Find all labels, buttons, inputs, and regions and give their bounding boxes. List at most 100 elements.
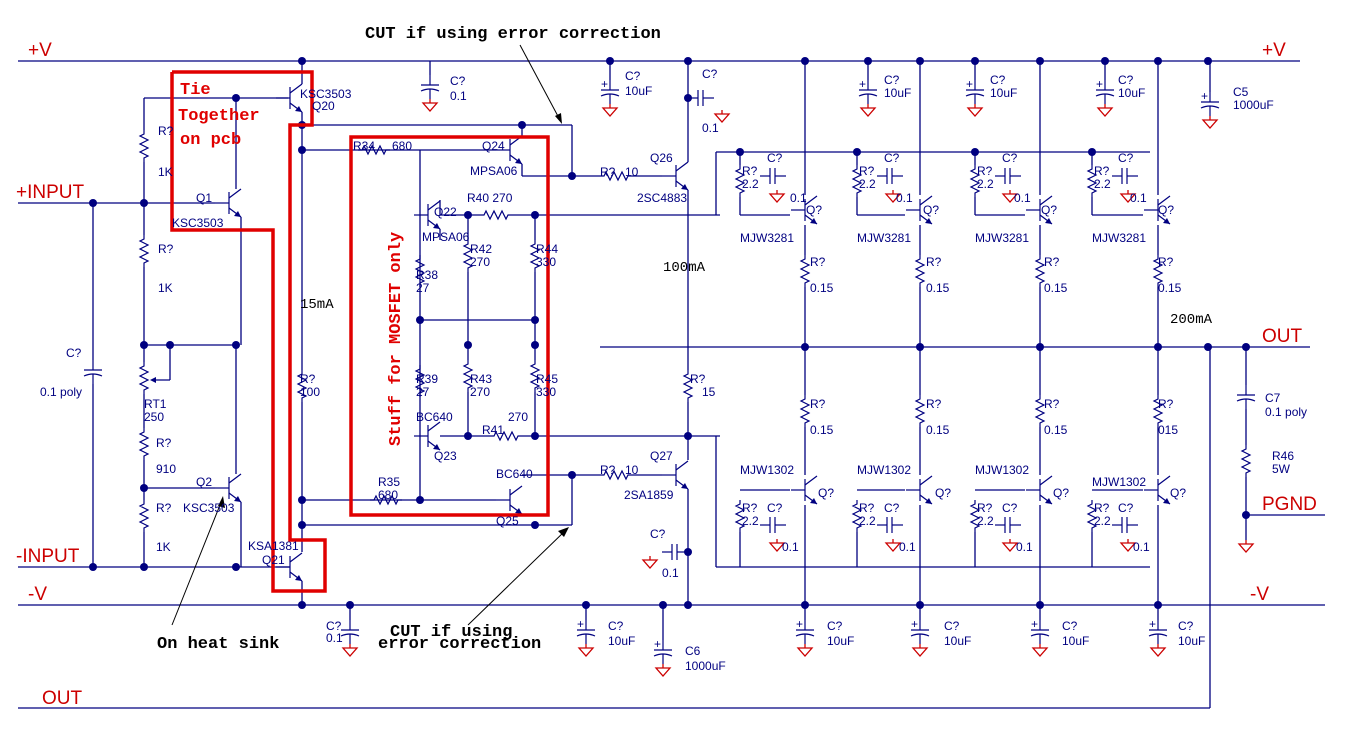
svg-text:R?: R? <box>158 242 174 256</box>
svg-text:Q1: Q1 <box>196 191 212 205</box>
svg-text:0.15: 0.15 <box>926 423 950 437</box>
svg-text:R34: R34 <box>353 139 375 153</box>
svg-text:680: 680 <box>378 488 398 502</box>
junctions-left <box>89 57 306 609</box>
svg-text:0.1 poly: 0.1 poly <box>1265 405 1307 419</box>
current-15ma: 15mA <box>300 297 334 313</box>
label-pos-v-left: +V <box>28 40 52 61</box>
svg-text:MJW3281: MJW3281 <box>857 231 911 245</box>
svg-text:10uF: 10uF <box>990 86 1017 100</box>
svg-text:R?: R? <box>600 165 616 179</box>
svg-text:Q25: Q25 <box>496 514 519 528</box>
svg-text:R?: R? <box>977 501 993 515</box>
svg-text:R?: R? <box>1094 164 1110 178</box>
svg-text:270: 270 <box>470 385 490 399</box>
mosfet-block-outline <box>349 135 550 517</box>
svg-text:27: 27 <box>416 385 430 399</box>
svg-text:C5: C5 <box>1233 85 1249 99</box>
svg-text:0.1: 0.1 <box>1130 191 1147 205</box>
current-200ma: 200mA <box>1170 312 1213 328</box>
svg-text:C?: C? <box>66 346 82 360</box>
svg-text:R?: R? <box>1158 255 1174 269</box>
svg-text:0.1: 0.1 <box>1133 540 1150 554</box>
note-tie-2: Together <box>178 107 260 126</box>
svg-text:C?: C? <box>990 73 1006 87</box>
label-pgnd: PGND <box>1262 494 1317 515</box>
label-pos-v-right: +V <box>1262 40 1286 61</box>
svg-text:910: 910 <box>156 462 176 476</box>
svg-text:R?: R? <box>859 501 875 515</box>
svg-text:C?: C? <box>884 151 900 165</box>
svg-text:2.2: 2.2 <box>859 514 876 528</box>
svg-text:10uF: 10uF <box>1062 634 1089 648</box>
svg-text:0.1: 0.1 <box>1014 191 1031 205</box>
note-heat-sink: On heat sink <box>157 635 279 654</box>
svg-text:R46: R46 <box>1272 449 1294 463</box>
label-input-neg: -INPUT <box>16 546 80 567</box>
mosfet-block-labels: R34 680 Q24 MPSA06 Q22 MPSA06 R40 270 R4… <box>353 139 558 528</box>
svg-text:C?: C? <box>944 619 960 633</box>
svg-text:R41: R41 <box>482 423 504 437</box>
svg-text:Q?: Q? <box>1170 486 1186 500</box>
svg-text:R?: R? <box>600 463 616 477</box>
label-input-pos: +INPUT <box>16 182 84 203</box>
svg-text:C?: C? <box>827 619 843 633</box>
svg-text:0.1: 0.1 <box>790 191 807 205</box>
svg-text:Q?: Q? <box>1053 486 1069 500</box>
svg-text:R38: R38 <box>416 268 438 282</box>
svg-text:C?: C? <box>767 501 783 515</box>
driver-labels: R? 10 Q26 2SC4883 R? 10 Q27 2SA1859 R? 1… <box>600 67 1274 673</box>
svg-text:1K: 1K <box>158 165 173 179</box>
svg-text:0.15: 0.15 <box>810 423 834 437</box>
svg-text:R?: R? <box>1158 397 1174 411</box>
svg-text:10uF: 10uF <box>1118 86 1145 100</box>
svg-text:C?: C? <box>326 619 342 633</box>
svg-text:Q26: Q26 <box>650 151 673 165</box>
svg-text:Q?: Q? <box>935 486 951 500</box>
svg-text:R43: R43 <box>470 372 492 386</box>
svg-text:2.2: 2.2 <box>1094 177 1111 191</box>
svg-text:R42: R42 <box>470 242 492 256</box>
svg-text:MJW1302: MJW1302 <box>975 463 1029 477</box>
svg-text:1K: 1K <box>158 281 173 295</box>
svg-text:C?: C? <box>1002 151 1018 165</box>
svg-text:0.1: 0.1 <box>326 631 343 645</box>
svg-text:15: 15 <box>702 385 716 399</box>
junctions-driver <box>346 57 692 609</box>
note-tie-1: Tie <box>180 81 211 100</box>
svg-text:0.15: 0.15 <box>1044 281 1068 295</box>
svg-text:10uF: 10uF <box>827 634 854 648</box>
label-neg-v-left: -V <box>28 584 47 605</box>
svg-text:2.2: 2.2 <box>977 514 994 528</box>
svg-text:R?: R? <box>926 397 942 411</box>
svg-text:MPSA06: MPSA06 <box>422 230 470 244</box>
svg-text:R35: R35 <box>378 475 400 489</box>
output-stage-labels: MJW3281 MJW3281 MJW3281 MJW3281 MJW1302 … <box>740 73 1205 648</box>
svg-text:0.15: 0.15 <box>1158 281 1182 295</box>
note-cut-top: CUT if using error correction <box>365 25 661 44</box>
svg-text:Q27: Q27 <box>650 449 673 463</box>
svg-text:C?: C? <box>450 74 466 88</box>
svg-text:27: 27 <box>416 281 430 295</box>
output-stage-wires <box>735 61 1171 605</box>
svg-text:330: 330 <box>536 385 556 399</box>
svg-text:R?: R? <box>1094 501 1110 515</box>
svg-text:R45: R45 <box>536 372 558 386</box>
note-tie-3: on pcb <box>180 131 241 150</box>
svg-text:015: 015 <box>1158 423 1178 437</box>
svg-text:Q?: Q? <box>806 203 822 217</box>
label-out-bottom: OUT <box>42 688 83 709</box>
svg-text:2.2: 2.2 <box>859 177 876 191</box>
svg-text:2.2: 2.2 <box>977 177 994 191</box>
svg-text:10uF: 10uF <box>944 634 971 648</box>
svg-text:R?: R? <box>690 372 706 386</box>
svg-text:C?: C? <box>650 527 666 541</box>
svg-text:BC640: BC640 <box>496 467 533 481</box>
current-100ma: 100mA <box>663 260 706 276</box>
svg-text:Q22: Q22 <box>434 205 457 219</box>
svg-text:R?: R? <box>977 164 993 178</box>
svg-text:10: 10 <box>625 165 639 179</box>
svg-text:MJW1302: MJW1302 <box>1092 475 1146 489</box>
svg-text:Q?: Q? <box>923 203 939 217</box>
